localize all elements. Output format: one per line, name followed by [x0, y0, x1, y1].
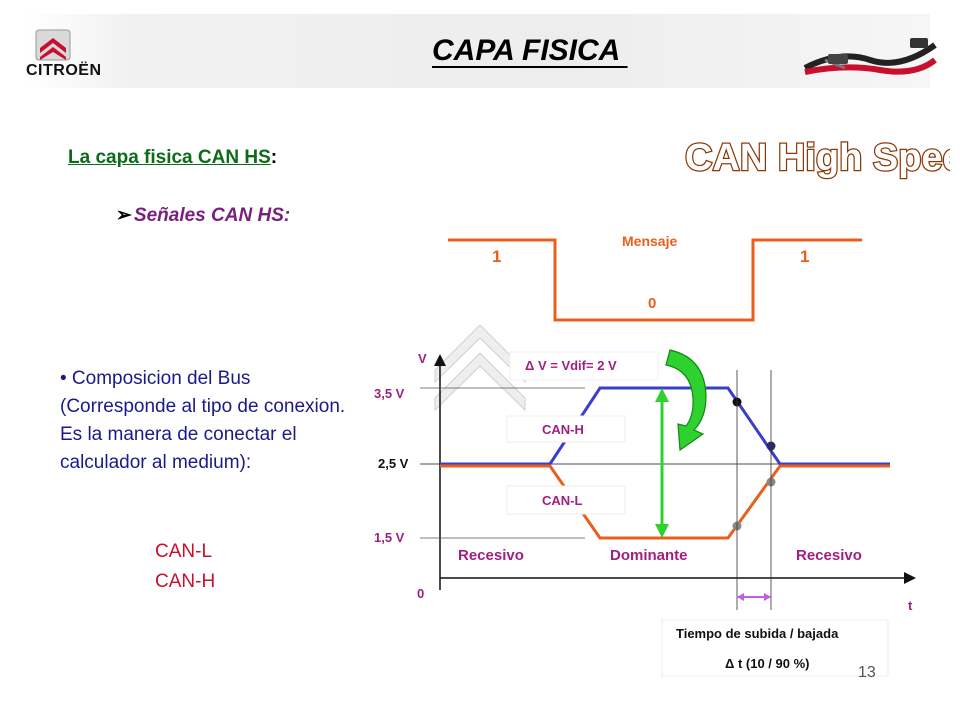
- level-low-label: 1,5 V: [374, 530, 405, 545]
- brand-name: CITROËN: [26, 62, 102, 79]
- bit-left: 1: [492, 247, 501, 266]
- rise-fall-box: [661, 619, 889, 677]
- level-high-label: 3,5 V: [374, 386, 405, 401]
- bus-list: CAN-L CAN-H: [155, 537, 215, 597]
- subtitle-text: La capa fisica CAN HS: [68, 147, 271, 168]
- state-right: Recesivo: [796, 547, 862, 564]
- can-h-waveform: [440, 386, 890, 466]
- message-waveform: [448, 238, 862, 322]
- slide-title: CAPA FISICA: [432, 34, 628, 67]
- axis-v-label: V: [418, 351, 427, 366]
- bit-right: 1: [800, 247, 809, 266]
- citroen-chevrons-logo: [35, 29, 71, 61]
- page-number: 13: [858, 664, 876, 681]
- level-mid-label: 2,5 V: [378, 456, 409, 471]
- curved-arrow-icon: [665, 349, 707, 452]
- delta-v-label: Δ V = Vdif= 2 V: [525, 358, 617, 373]
- arrow-bullet-icon: ➢: [116, 205, 132, 226]
- badge-text: CAN High Speed: [685, 137, 950, 179]
- rise-fall-delta: Δ t (10 / 90 %): [725, 656, 809, 671]
- can-signal-diagram: Mensaje 1 0 1 V t 0 3,5 V 2,5 V 1,5 V Δ …: [374, 233, 916, 677]
- section-subtitle: La capa fisica CAN HS:: [68, 147, 277, 169]
- can-h-label: CAN-H: [542, 422, 584, 437]
- message-label: Mensaje: [622, 233, 677, 249]
- axis-zero-label: 0: [417, 586, 424, 601]
- state-left: Recesivo: [458, 547, 524, 564]
- can-l-label: CAN-L: [542, 493, 582, 508]
- signals-heading: ➢Señales CAN HS:: [116, 204, 290, 227]
- composition-text: • Composicion del Bus (Corresponde al ti…: [60, 368, 346, 473]
- can-l-waveform: [440, 464, 890, 540]
- header-band: [22, 14, 930, 88]
- can-high-speed-badge: CAN High Speed: [684, 136, 950, 181]
- bit-middle: 0: [648, 295, 656, 312]
- cable-illustration: [803, 38, 937, 75]
- bus-line-can-l: CAN-L: [155, 541, 213, 562]
- watermark-chevrons: [434, 324, 526, 412]
- state-middle: Dominante: [610, 547, 688, 564]
- subtitle-colon: :: [270, 147, 278, 168]
- rise-fall-title: Tiempo de subida / bajada: [676, 626, 839, 641]
- bus-line-can-h: CAN-H: [155, 571, 216, 592]
- axis-t-label: t: [908, 598, 913, 613]
- signals-heading-text: Señales CAN HS:: [133, 205, 291, 226]
